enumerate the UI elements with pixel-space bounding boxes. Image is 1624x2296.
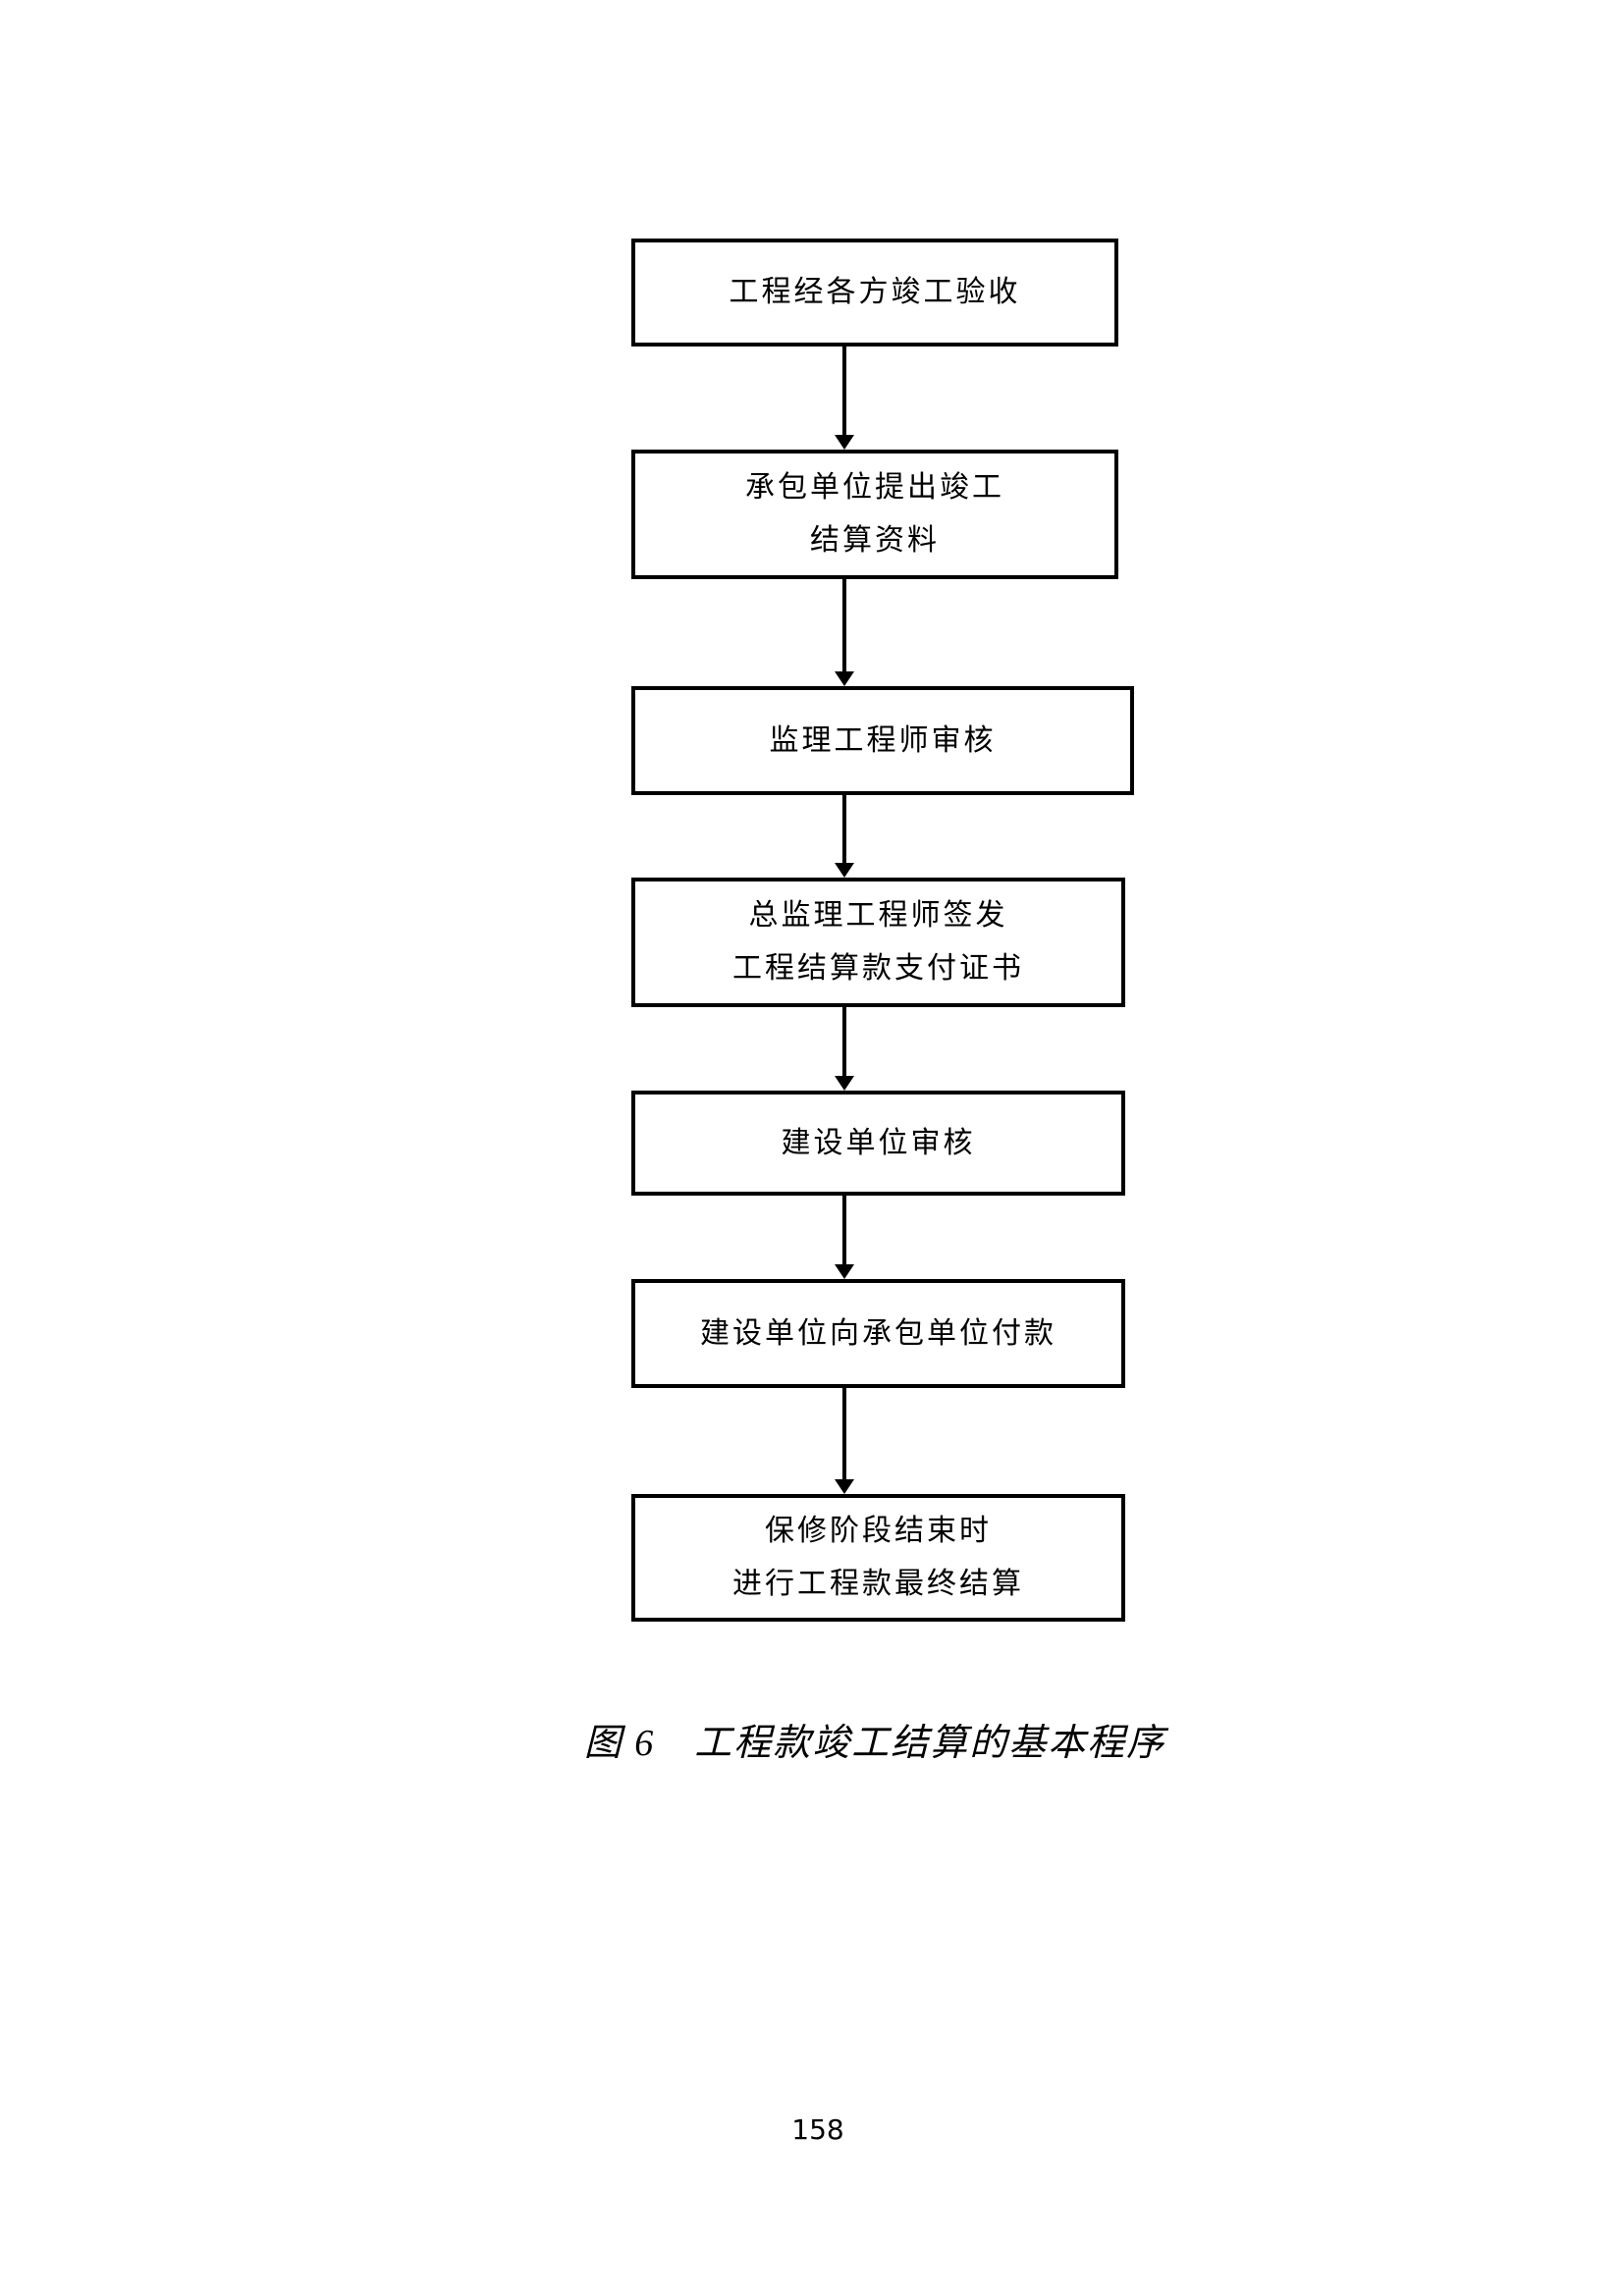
arrow-shaft <box>842 795 846 863</box>
page-number: 158 <box>791 2113 844 2146</box>
figure-caption: 图 6 工程款竣工结算的基本程序 <box>583 1723 1166 1764</box>
flow-step-4-text-line-2: 工程结算款支付证书 <box>732 952 1024 985</box>
arrow-down-icon <box>835 671 854 686</box>
flow-step-5-text: 建设单位审核 <box>781 1126 976 1159</box>
flow-step-5: 建设单位审核 <box>631 1091 1125 1196</box>
arrow-down-icon <box>835 1264 854 1279</box>
arrow-down-icon <box>835 1076 854 1091</box>
flow-step-2-text-line-1: 承包单位提出竣工 <box>745 471 1004 504</box>
arrow-down-icon <box>835 1479 854 1494</box>
flow-arrow-5 <box>834 1196 855 1279</box>
flow-step-4: 总监理工程师签发 工程结算款支付证书 <box>631 878 1125 1007</box>
arrow-down-icon <box>835 863 854 878</box>
arrow-down-icon <box>835 435 854 450</box>
flow-step-1-text: 工程经各方竣工验收 <box>729 276 1021 308</box>
flow-step-3: 监理工程师审核 <box>631 686 1134 795</box>
flow-arrow-1 <box>834 347 855 450</box>
flow-step-1: 工程经各方竣工验收 <box>631 239 1118 347</box>
flow-step-2-text-line-2: 结算资料 <box>810 524 940 557</box>
flow-step-6: 建设单位向承包单位付款 <box>631 1279 1125 1388</box>
arrow-shaft <box>842 579 846 671</box>
flow-step-3-text: 监理工程师审核 <box>769 723 997 757</box>
flow-step-4-text-line-1: 总监理工程师签发 <box>748 899 1008 932</box>
flow-step-6-text: 建设单位向承包单位付款 <box>700 1316 1056 1350</box>
flow-arrow-3 <box>834 795 855 878</box>
flow-step-7: 保修阶段结束时 进行工程款最终结算 <box>631 1494 1125 1622</box>
flow-arrow-2 <box>834 579 855 686</box>
flow-arrow-4 <box>834 1007 855 1091</box>
arrow-shaft <box>842 347 846 435</box>
arrow-shaft <box>842 1007 846 1076</box>
arrow-shaft <box>842 1388 846 1479</box>
flow-arrow-6 <box>834 1388 855 1494</box>
flow-step-7-text-line-1: 保修阶段结束时 <box>765 1515 992 1547</box>
flow-step-7-text-line-2: 进行工程款最终结算 <box>732 1568 1024 1600</box>
flow-step-2: 承包单位提出竣工 结算资料 <box>631 450 1118 579</box>
arrow-shaft <box>842 1196 846 1264</box>
